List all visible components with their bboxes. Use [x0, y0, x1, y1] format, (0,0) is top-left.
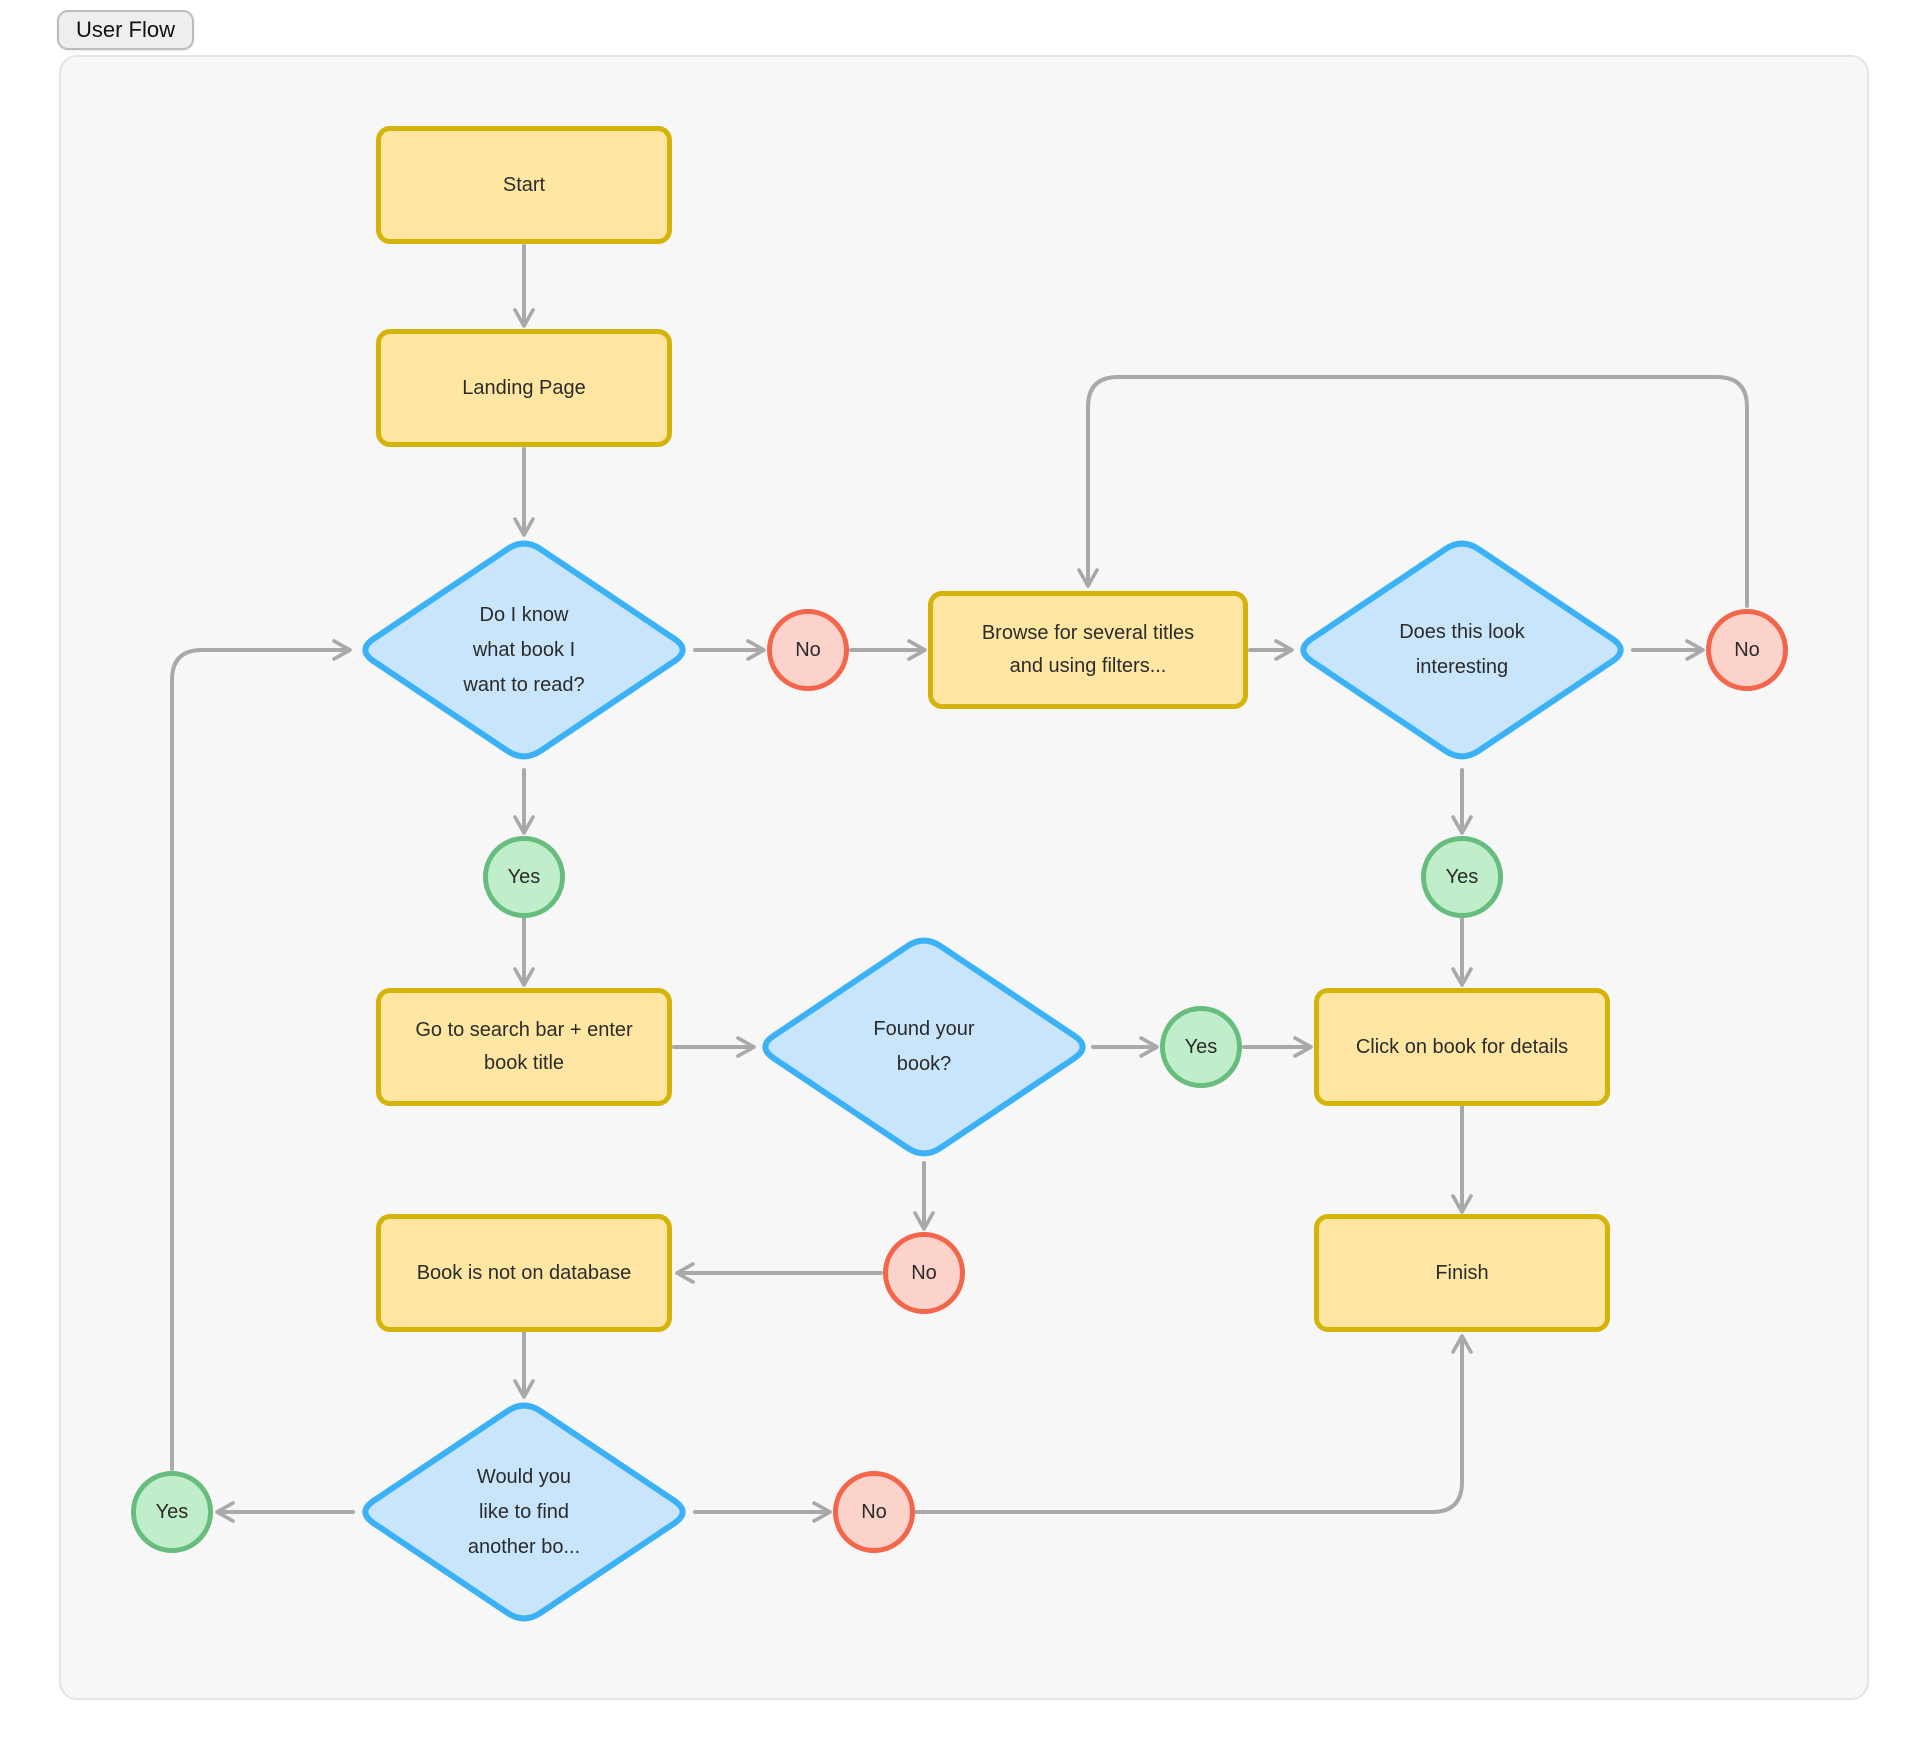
node-looks-interesting-label: Does this look interesting — [1399, 621, 1525, 678]
flow-canvas — [59, 55, 1869, 1700]
node-no-interesting[interactable]: No — [1706, 609, 1788, 691]
node-not-on-database[interactable]: Book is not on database — [376, 1214, 672, 1332]
node-landing-page[interactable]: Landing Page — [376, 329, 672, 447]
node-click-book[interactable]: Click on book for details — [1314, 988, 1610, 1106]
diamond-shape — [362, 1402, 686, 1622]
node-finish[interactable]: Finish — [1314, 1214, 1610, 1332]
diamond-shape — [762, 937, 1086, 1157]
node-found-book-label: Found your book? — [873, 1018, 975, 1075]
node-another-book-label: Would you like to find another bo... — [467, 1465, 581, 1558]
node-browse-titles-label: Browse for several titles and using filt… — [981, 622, 1195, 677]
no-label: No — [795, 638, 821, 661]
user-flow-tab[interactable]: User Flow — [57, 10, 195, 50]
node-search-bar[interactable]: Go to search bar + enter book title — [376, 988, 672, 1106]
node-no-another-book[interactable]: No — [833, 1471, 915, 1553]
no-label: No — [861, 1500, 887, 1523]
no-label: No — [1734, 638, 1760, 661]
node-landing-page-label: Landing Page — [462, 376, 586, 399]
node-know-book[interactable]: Do I know what book I want to read? — [349, 530, 699, 770]
node-yes-found-book[interactable]: Yes — [1160, 1006, 1242, 1088]
node-yes-another-book[interactable]: Yes — [131, 1471, 213, 1553]
node-yes-know-book[interactable]: Yes — [483, 836, 565, 918]
edge-no2-loop-browse — [1077, 375, 1749, 608]
node-found-book[interactable]: Found your book? — [749, 927, 1099, 1167]
node-not-on-database-label: Book is not on database — [416, 1261, 632, 1284]
edge-yes4-loop-knowbook — [170, 639, 352, 1471]
yes-label: Yes — [507, 865, 541, 888]
node-start-label: Start — [502, 173, 546, 196]
diamond-shape — [362, 540, 686, 760]
node-another-book[interactable]: Would you like to find another bo... — [349, 1392, 699, 1632]
yes-label: Yes — [1445, 865, 1479, 888]
node-browse-titles[interactable]: Browse for several titles and using filt… — [928, 591, 1248, 709]
node-no-know-book[interactable]: No — [767, 609, 849, 691]
no-label: No — [911, 1261, 937, 1284]
node-start[interactable]: Start — [376, 126, 672, 244]
yes-label: Yes — [1184, 1035, 1218, 1058]
node-know-book-label: Do I know what book I want to read? — [463, 603, 585, 696]
node-click-book-label: Click on book for details — [1355, 1035, 1569, 1058]
diamond-shape — [1300, 540, 1624, 760]
node-no-found-book[interactable]: No — [883, 1232, 965, 1314]
node-search-bar-label: Go to search bar + enter book title — [415, 1019, 633, 1074]
node-looks-interesting[interactable]: Does this look interesting — [1287, 530, 1637, 770]
yes-label: Yes — [155, 1500, 189, 1523]
node-finish-label: Finish — [1435, 1261, 1489, 1284]
edge-no4-loop-finish — [914, 1334, 1473, 1514]
node-yes-interesting[interactable]: Yes — [1421, 836, 1503, 918]
